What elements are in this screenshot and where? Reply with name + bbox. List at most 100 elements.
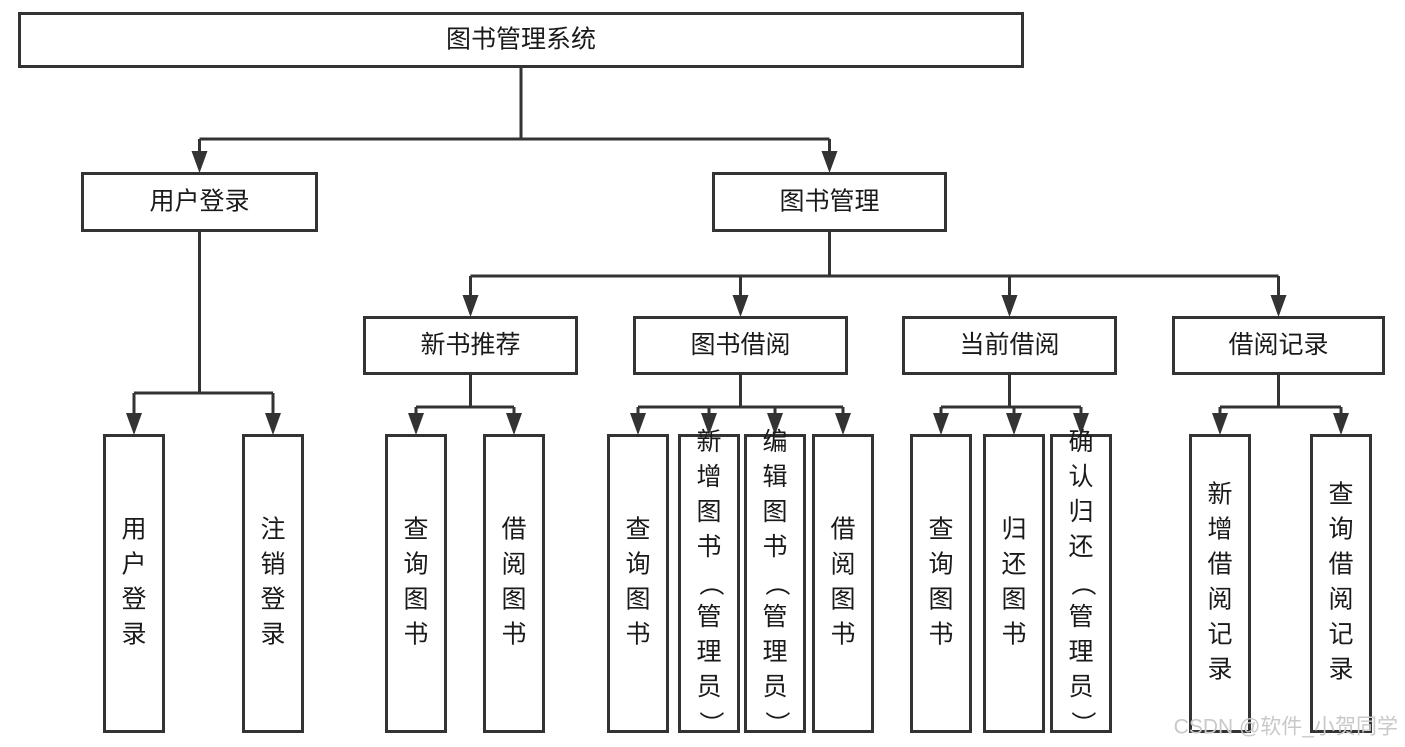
node-box[interactable] <box>712 172 947 232</box>
node-box[interactable] <box>363 316 578 375</box>
node-label-char: 录 <box>121 621 146 649</box>
node-box[interactable] <box>1310 434 1372 733</box>
node-label-char: 书 <box>696 533 721 561</box>
arrow-head-icon <box>408 413 424 435</box>
node-box[interactable] <box>633 316 848 375</box>
node-label-char: 员 <box>1068 673 1093 701</box>
node-label-char: 图 <box>928 586 953 614</box>
node-box[interactable] <box>18 12 1024 68</box>
node-current-borrow[interactable]: 当前借阅 <box>902 316 1117 375</box>
node-label-char: 借 <box>1328 551 1353 579</box>
node-box[interactable] <box>483 434 545 733</box>
arrow-head-icon <box>701 413 717 435</box>
node-box[interactable] <box>1172 316 1385 375</box>
node-box[interactable] <box>385 434 447 733</box>
node-label-char: 编 <box>762 428 787 456</box>
node-box[interactable] <box>103 434 165 733</box>
node-label-char: 书 <box>625 621 650 649</box>
node-label-char: 理 <box>762 638 787 666</box>
node-label-char: 登 <box>260 586 285 614</box>
node-label: 借阅记录 <box>1228 331 1328 359</box>
node-label-char: 询 <box>625 551 650 579</box>
node-book-manage[interactable]: 图书管理 <box>712 172 947 232</box>
edge-group-book-borrow <box>630 375 851 435</box>
node-label-char: ） <box>1068 711 1096 736</box>
node-label-char: 书 <box>762 533 787 561</box>
node-label-char: 员 <box>762 673 787 701</box>
node-label-char: 增 <box>696 463 721 491</box>
node-label-char: 户 <box>121 551 146 579</box>
node-label-char: 书 <box>830 621 855 649</box>
node-label-char: 理 <box>696 638 721 666</box>
arrow-head-icon <box>1006 413 1022 435</box>
node-box[interactable] <box>1189 434 1251 733</box>
node-label-char: 图 <box>625 586 650 614</box>
node-box[interactable] <box>678 434 740 733</box>
node-box[interactable] <box>81 172 318 232</box>
node-label: 当前借阅 <box>959 331 1059 359</box>
node-label: 图书管理 <box>779 188 879 216</box>
node-label-char: 图 <box>501 586 526 614</box>
node-label: 图书借阅 <box>690 331 790 359</box>
node-box[interactable] <box>910 434 972 733</box>
node-leaf-user-login[interactable]: 用户登录 <box>103 434 165 733</box>
arrow-head-icon <box>933 413 949 435</box>
edge-group-borrow-record <box>1212 375 1349 435</box>
node-root[interactable]: 图书管理系统 <box>18 12 1024 68</box>
node-book-borrow[interactable]: 图书借阅 <box>633 316 848 375</box>
node-label-char: 归 <box>1001 516 1026 544</box>
node-label-char: 借 <box>501 516 526 544</box>
node-box[interactable] <box>607 434 669 733</box>
arrow-head-icon <box>506 413 522 435</box>
node-box[interactable] <box>983 434 1045 733</box>
arrow-head-icon <box>1073 413 1089 435</box>
node-box[interactable] <box>744 434 806 733</box>
arrow-head-icon <box>126 413 142 435</box>
edge-group-new-book-rec <box>408 375 522 435</box>
node-label-char: 新 <box>696 428 721 456</box>
node-label-char: 录 <box>1207 656 1232 684</box>
node-label-char: 登 <box>121 586 146 614</box>
node-new-book-rec[interactable]: 新书推荐 <box>363 316 578 375</box>
node-label-char: （ <box>696 571 724 596</box>
node-label-char: 借 <box>1207 551 1232 579</box>
edge-group-root <box>191 68 838 173</box>
arrow-head-icon <box>1270 295 1287 317</box>
node-box[interactable] <box>812 434 874 733</box>
node-label-char: 查 <box>403 516 428 544</box>
node-label-char: 还 <box>1068 533 1093 561</box>
node-label-char: （ <box>1068 571 1096 596</box>
node-label-char: 用 <box>121 516 146 544</box>
node-user-login[interactable]: 用户登录 <box>81 172 318 232</box>
arrow-head-icon <box>191 151 208 173</box>
node-label-char: （ <box>762 571 790 596</box>
node-box[interactable] <box>242 434 304 733</box>
node-label-char: 书 <box>501 621 526 649</box>
node-borrow-record[interactable]: 借阅记录 <box>1172 316 1385 375</box>
node-label-char: 记 <box>1328 621 1353 649</box>
node-box[interactable] <box>1050 434 1112 733</box>
node-label-char: 还 <box>1001 551 1026 579</box>
node-label-char: 查 <box>625 516 650 544</box>
node-box[interactable] <box>902 316 1117 375</box>
node-label-char: 新 <box>1207 481 1232 509</box>
edge-group-book-manage <box>462 232 1287 317</box>
edge-group-user-login <box>126 232 281 435</box>
node-label-char: 图 <box>696 498 721 526</box>
node-label-char: 图 <box>1001 586 1026 614</box>
arrow-head-icon <box>462 295 479 317</box>
node-label-char: 录 <box>260 621 285 649</box>
